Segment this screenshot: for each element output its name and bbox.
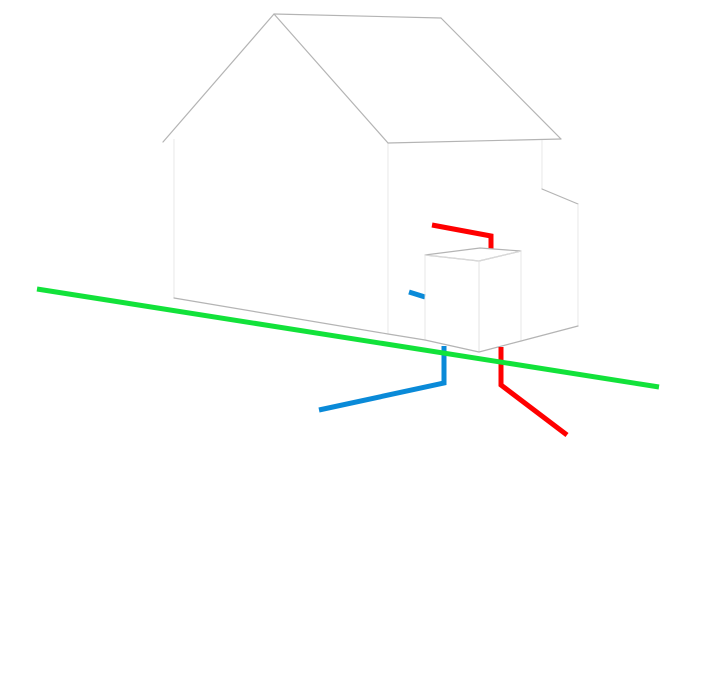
house-front-wall-bottom-edge [173, 297, 389, 335]
power-line [431, 222, 494, 249]
house-roof-eave [387, 138, 562, 144]
utility-box-side [478, 250, 522, 353]
house-roof-back-edge [440, 17, 562, 140]
utility-box [424, 247, 522, 353]
utility-box-bottom-edge [424, 339, 522, 353]
power-line-upper [431, 222, 494, 249]
ground-line [36, 286, 660, 390]
water-line-stub [408, 289, 426, 300]
house-gable-wall [162, 13, 389, 144]
house-side-notch [541, 188, 579, 205]
water-line [318, 346, 447, 413]
house-side-wall-bottom-edge [520, 325, 579, 342]
power-line-lower [498, 347, 569, 437]
house-roof-ridge [273, 13, 442, 19]
house-outline [162, 13, 579, 342]
utility-box-front [424, 254, 480, 353]
house-side-wall-bottom-left [387, 333, 426, 341]
